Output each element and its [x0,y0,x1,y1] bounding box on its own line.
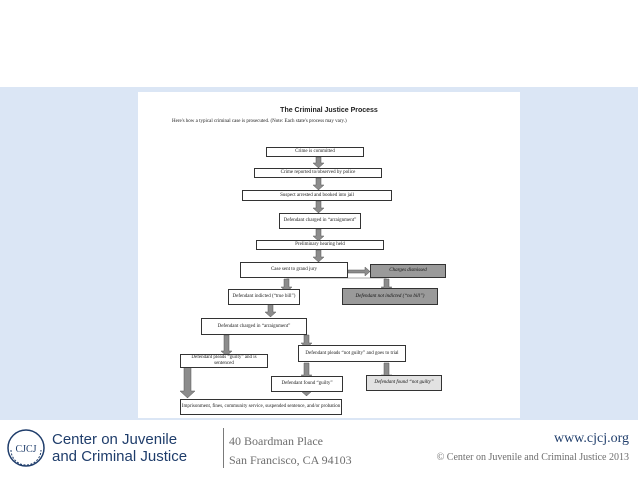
arrow-prelim-grandjury [312,249,325,263]
step-charged-2: Defendant charged in “arraignment” [201,318,307,335]
cjcj-logo-icon: CJCJ [7,429,45,467]
arrow-charged2-guiltyplea [220,334,233,357]
step-grand-jury: Case sent to grand jury [240,262,348,278]
flowchart-figure: The Criminal Justice Process Here's how … [138,92,520,418]
step-charged: Defendant charged in “arraignment” [279,213,361,229]
slide-top-area [0,0,638,87]
step-sentence: Imprisonment, fines, community service, … [180,399,342,415]
step-indicted: Defendant indicted (“true bill”) [228,289,300,305]
arrow-reported-arrested [312,177,325,191]
arrow-grandjury-dismissed [347,266,371,277]
flowchart-arrows [179,156,393,399]
flowchart-subtitle: Here's how a typical criminal case is pr… [172,119,347,124]
arrow-guiltyplea-sentence [179,365,196,399]
address-line-1: 40 Boardman Place [229,434,323,448]
org-name: Center on Juvenile and Criminal Justice [52,431,187,465]
step-dismissed: Charges dismissed [370,264,446,278]
slide-footer [0,420,638,479]
step-reported: Crime reported to/observed by police [254,168,382,178]
website-link[interactable]: www.cjcj.org [553,431,629,446]
step-prelim: Preliminary hearing held [256,240,384,250]
arrow-charged-prelim [312,228,325,242]
step-found-not-guilty: Defendant found “not guilty” [366,375,442,391]
org-name-line-1: Center on Juvenile [52,431,178,448]
step-guilty-plea: Defendant pleads “guilty” and is sentenc… [180,354,268,368]
footer-divider [223,428,224,468]
svg-text:CJCJ: CJCJ [15,444,36,455]
step-found-guilty: Defendant found “guilty” [271,376,343,392]
step-arrested: Suspect arrested and booked into jail [242,190,392,201]
arrow-crime-reported [312,156,325,169]
copyright-text: © Center on Juvenile and Criminal Justic… [436,452,629,463]
step-not-indicted: Defendant not indicted (“no bill”) [342,288,438,305]
address-line-2: San Francisco, CA 94103 [229,453,352,467]
step-crime: Crime is committed [266,147,364,157]
arrow-arrested-charged [312,200,325,214]
flowchart-title: The Criminal Justice Process [280,107,378,114]
step-not-guilty-plea: Defendant pleads “not guilty” and goes t… [298,345,406,362]
org-name-line-2: and Criminal Justice [52,448,188,465]
